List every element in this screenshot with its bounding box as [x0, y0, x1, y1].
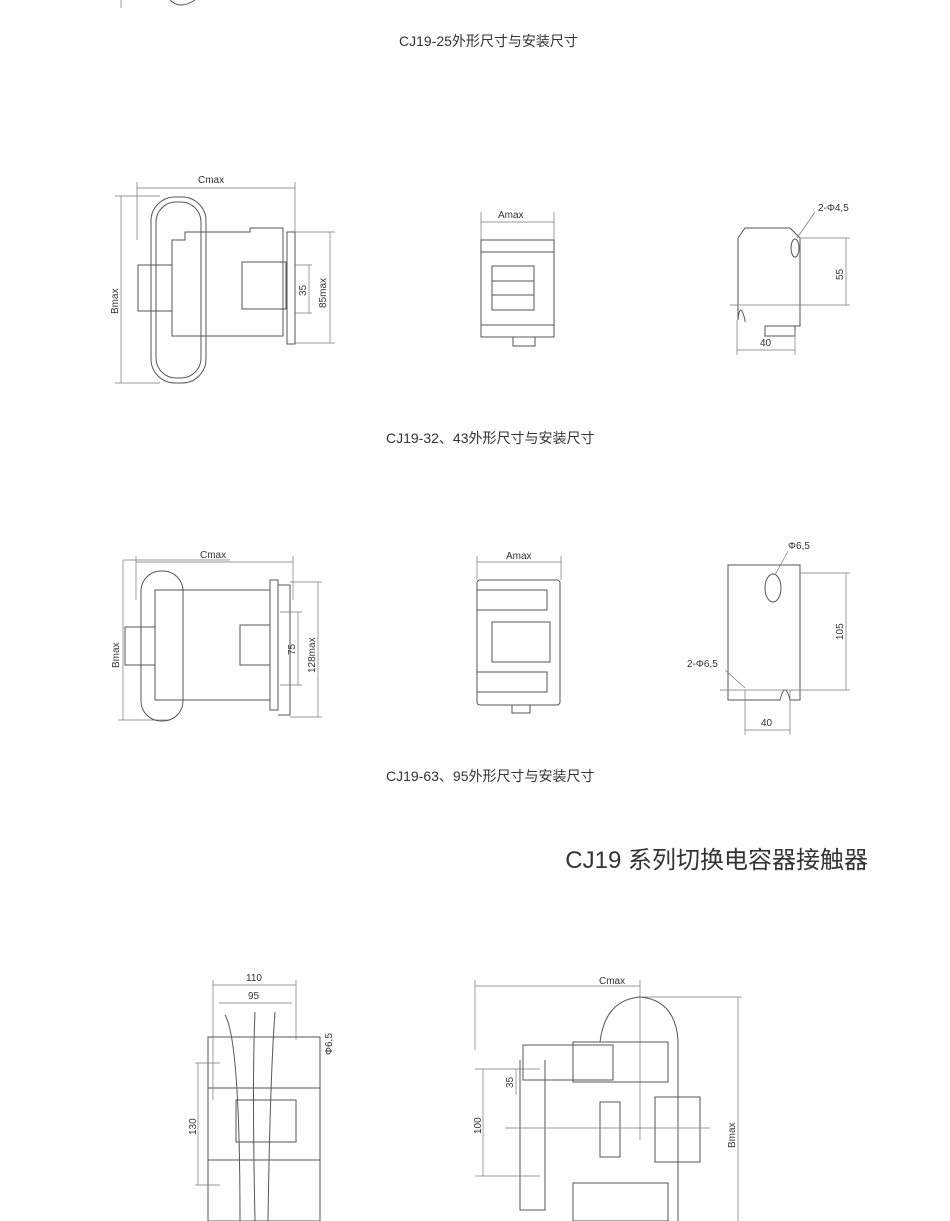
dim-130-label: 130	[188, 1118, 199, 1135]
cmax-label-2: Cmax	[200, 550, 226, 561]
bmax-label: Bmax	[110, 288, 121, 314]
dim-85max-label: 85max	[318, 278, 329, 308]
dim-35-label-3: 35	[505, 1076, 516, 1088]
cj19-32-front-view: Amax	[480, 210, 555, 347]
cj19-63-mounting-view: 105 Φ6,5 2-Φ6,5 40	[687, 541, 850, 735]
amax-label: Amax	[498, 210, 524, 221]
phi-label: Φ6,5	[324, 1033, 335, 1055]
dim-40-label-2: 40	[761, 718, 773, 729]
cmax-label: Cmax	[198, 175, 224, 186]
dim-95-label: 95	[248, 991, 260, 1002]
cj19-32-mounting-view: 55 40 2-Φ4,5	[730, 203, 850, 355]
section-title: CJ19 系列切换电容器接触器	[565, 847, 868, 874]
dim-55-label: 55	[835, 268, 846, 280]
bmax-label-3: Bmax	[727, 1122, 738, 1148]
hole-label: 2-Φ4,5	[818, 203, 849, 214]
dim-40-label: 40	[760, 338, 772, 349]
hole-top-label: Φ6,5	[788, 541, 810, 552]
dim-105-label: 105	[835, 623, 846, 640]
cj19-25-drawing-fragment	[120, 0, 196, 8]
hole-bottom-label: 2-Φ6,5	[687, 659, 718, 670]
amax-label-2: Amax	[506, 551, 532, 562]
dim-35-label: 35	[298, 284, 309, 296]
dim-100-label: 100	[473, 1117, 484, 1134]
dim-75-label: 75	[287, 643, 298, 655]
caption-cj19-25: CJ19-25外形尺寸与安装尺寸	[399, 33, 578, 49]
cj19-63-front-view: Amax	[476, 551, 562, 714]
dim-128max-label: 128max	[307, 637, 318, 673]
caption-cj19-32-43: CJ19-32、43外形尺寸与安装尺寸	[386, 430, 595, 446]
caption-cj19-63-95: CJ19-63、95外形尺寸与安装尺寸	[386, 768, 595, 784]
dim-110-label: 110	[246, 973, 262, 984]
capacitor-contactor-front-view: 110 95 130 Φ6,5	[188, 973, 335, 1221]
cj19-63-side-view: Cmax Bmax 75 128max	[111, 550, 322, 722]
capacitor-contactor-side-view: Cmax 100 35 Bmax	[473, 976, 742, 1221]
cmax-label-3: Cmax	[599, 976, 625, 987]
cj19-32-side-view: Cmax Bmax 35 85max	[110, 175, 335, 384]
bmax-label-2: Bmax	[111, 642, 122, 668]
